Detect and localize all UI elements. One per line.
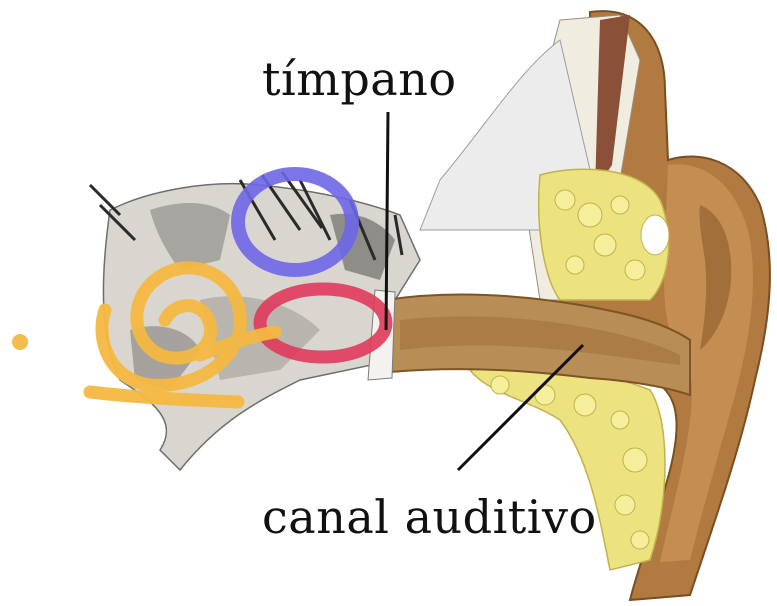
ear-canal-label: canal auditivo	[262, 490, 597, 544]
eardrum-leader-line	[386, 112, 388, 330]
eardrum-label: tímpano	[262, 52, 457, 106]
cartilage-fat-upper	[539, 169, 669, 300]
